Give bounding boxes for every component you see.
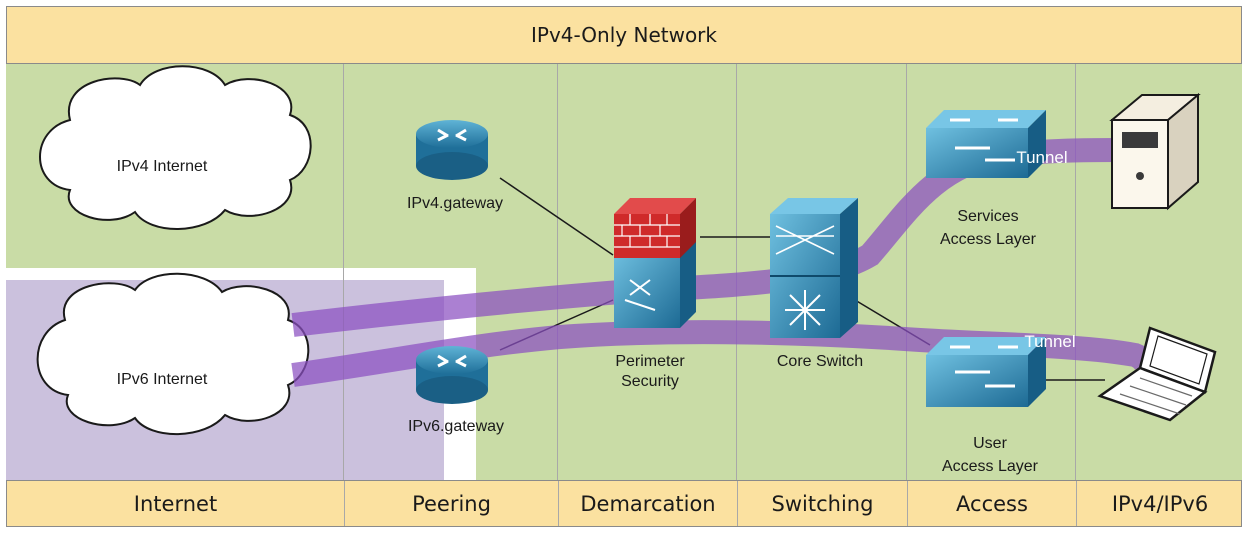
zone-divider	[906, 64, 907, 480]
zone-label-access: Access	[907, 481, 1076, 526]
tunnel-label-bottom: Tunnel	[1024, 332, 1075, 351]
ipv4-gateway-router-icon	[416, 120, 488, 180]
ipv6-gateway-router-icon	[416, 346, 488, 404]
zone-label-peering: Peering	[344, 481, 558, 526]
core-switch-label: Core Switch	[777, 353, 863, 370]
user-access-label-line1: User	[973, 435, 1007, 452]
user-access-label-line2: Access Layer	[942, 458, 1039, 475]
diagram-title: IPv4-Only Network	[6, 6, 1242, 64]
perimeter-security-label-line2: Security	[621, 373, 679, 390]
ipv6-internet-cloud	[36, 272, 310, 436]
services-access-label-line1: Services	[957, 208, 1018, 225]
zone-label-ipv4-ipv6: IPv4/IPv6	[1076, 481, 1243, 526]
zone-label-internet: Internet	[133, 491, 218, 516]
services-access-switch-icon	[926, 110, 1046, 178]
tunnel-label-top: Tunnel	[1016, 148, 1067, 167]
zone-label-bar: Internet Peering Demarcation Switching A…	[6, 480, 1242, 527]
zone-label-switching: Switching	[737, 481, 907, 526]
zone-divider	[557, 64, 558, 480]
ipv4-internet-cloud	[39, 65, 312, 230]
zone-divider	[343, 64, 344, 480]
server-icon	[1109, 92, 1201, 211]
core-switch-icon	[770, 198, 858, 338]
laptop-icon	[1097, 326, 1217, 422]
zone-divider	[736, 64, 737, 480]
perimeter-security-label-line1: Perimeter	[615, 353, 685, 370]
zone-divider	[1075, 64, 1076, 480]
ipv4-internet-label: IPv4 Internet	[117, 158, 208, 175]
firewall-icon	[614, 198, 696, 328]
ipv4-gateway-label: IPv4.gateway	[407, 195, 503, 212]
zone-label-demarcation: Demarcation	[558, 481, 737, 526]
ipv6-internet-label: IPv6 Internet	[117, 371, 208, 388]
user-access-switch-icon	[926, 337, 1046, 407]
services-access-label-line2: Access Layer	[940, 231, 1037, 248]
ipv6-gateway-label: IPv6.gateway	[408, 418, 504, 435]
